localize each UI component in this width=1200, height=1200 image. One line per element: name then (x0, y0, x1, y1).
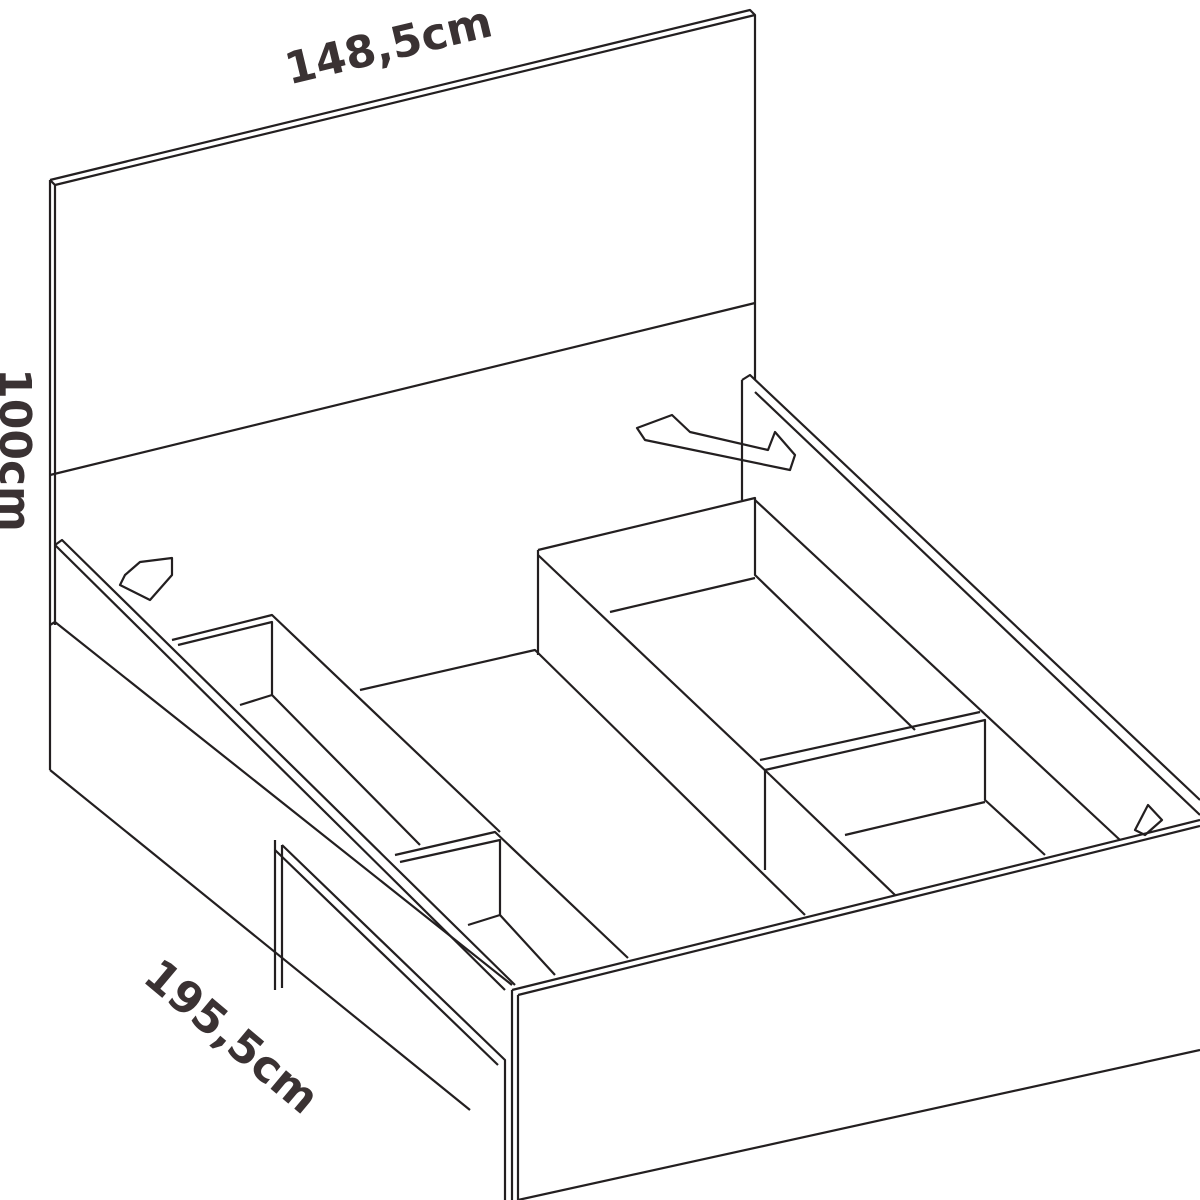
width-dimension-label: 148,5cm (280, 0, 497, 95)
right-side-rail (740, 373, 1200, 816)
storage-compartments (171, 496, 1121, 976)
lift-hinges (118, 413, 1164, 837)
foot-panel (510, 818, 1200, 1200)
height-dimension-label: 100cm (0, 368, 40, 532)
headboard (48, 8, 757, 770)
left-side-rail (49, 538, 516, 1200)
length-dimension-label: 195,5cm (134, 950, 329, 1125)
